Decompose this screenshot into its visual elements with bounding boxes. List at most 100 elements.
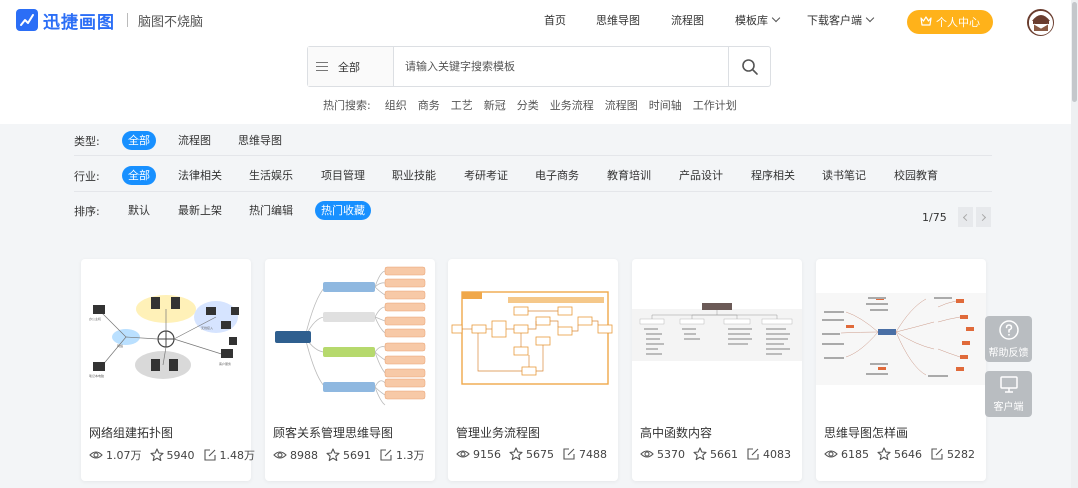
star-icon	[326, 448, 340, 462]
card-title: 思维导图怎样画	[824, 426, 909, 440]
filter-industry-item[interactable]: 项目管理	[321, 169, 365, 182]
business-flowchart-thumbnail	[451, 291, 613, 385]
sort-hot-favorite[interactable]: 热门收藏	[315, 201, 371, 220]
avatar[interactable]	[1027, 9, 1054, 36]
view-count: 9156	[473, 447, 501, 461]
hot-search-item[interactable]: 流程图	[604, 99, 638, 112]
card-stats: 1.07万 5940 1.48万	[89, 447, 263, 463]
eye-icon	[273, 451, 287, 459]
logo[interactable]: 迅捷画图 脑图不烧脑	[16, 8, 204, 33]
nav-home[interactable]: 首页	[544, 14, 566, 27]
site-header: 迅捷画图 脑图不烧脑 首页 思维导图 流程图 模板库 下载客户端 个人中心 全部	[0, 0, 1078, 124]
hot-search-item[interactable]: 分类	[516, 99, 539, 112]
hot-search-item[interactable]: 工作计划	[692, 99, 737, 112]
hot-search-item[interactable]: 新冠	[483, 99, 506, 112]
filter-industry-label: 行业:	[74, 170, 100, 183]
edit-count: 1.48万	[219, 449, 256, 462]
svg-text:客户服务: 客户服务	[219, 361, 231, 366]
pagination: 1/75	[922, 207, 991, 227]
filter-industry-item[interactable]: 生活娱乐	[249, 169, 293, 182]
star-icon	[149, 448, 164, 462]
prev-page-button[interactable]	[957, 207, 973, 227]
search-button[interactable]	[728, 47, 770, 86]
nav-flowchart[interactable]: 流程图	[671, 14, 704, 27]
template-card[interactable]: 高中函数内容 5370 5661 4083	[632, 259, 802, 481]
menu-icon	[316, 62, 328, 71]
user-center-button[interactable]: 个人中心	[907, 10, 993, 34]
hot-search-item[interactable]: 工艺	[450, 99, 473, 112]
crm-mindmap-thumbnail	[275, 266, 426, 406]
edit-count: 4083	[763, 447, 791, 461]
star-count: 5675	[526, 447, 554, 461]
search-category-select[interactable]: 全部	[308, 47, 394, 86]
avatar-icon	[1028, 10, 1053, 35]
crown-icon	[920, 15, 932, 29]
user-center-label: 个人中心	[936, 16, 980, 29]
mindmap-howto-thumbnail	[816, 293, 986, 385]
filter-type-all[interactable]: 全部	[122, 131, 156, 150]
edit-icon	[203, 449, 216, 461]
logo-slogan: 脑图不烧脑	[138, 14, 204, 30]
hot-search-item[interactable]: 时间轴	[648, 99, 682, 112]
page-scrollbar[interactable]	[1071, 0, 1078, 488]
chevron-down-icon	[771, 13, 781, 23]
star-count: 5940	[166, 448, 195, 462]
filter-industry-item[interactable]: 产品设计	[679, 169, 723, 182]
filter-divider	[74, 191, 992, 192]
edit-count: 1.3万	[396, 449, 425, 462]
filter-industry-item[interactable]: 教育培训	[607, 169, 651, 182]
view-count: 6185	[841, 447, 869, 461]
svg-text:网络: 网络	[117, 343, 123, 348]
functions-mindmap-thumbnail	[632, 303, 802, 361]
filter-industry-item[interactable]: 读书笔记	[822, 169, 866, 182]
svg-text:办公主机: 办公主机	[89, 316, 101, 321]
filter-industry-item[interactable]: 职业技能	[392, 169, 436, 182]
sort-hot-edit[interactable]: 热门编辑	[249, 204, 293, 217]
chevron-left-icon	[962, 213, 970, 221]
card-title: 管理业务流程图	[456, 426, 541, 440]
sort-newest[interactable]: 最新上架	[178, 204, 222, 217]
search-input[interactable]	[394, 47, 728, 86]
template-card[interactable]: 办公主机网络笔记本电脑无线接入客户服务 网络组建拓扑图 1.07万 5940 1…	[81, 259, 255, 481]
hot-search-item[interactable]: 组织	[384, 99, 407, 112]
hot-search-item[interactable]: 业务流程	[549, 99, 594, 112]
nav-mindmap[interactable]: 思维导图	[596, 14, 640, 27]
card-stats: 5370 5661 4083	[640, 447, 799, 461]
edit-icon	[747, 448, 759, 460]
filter-type-mindmap[interactable]: 思维导图	[238, 134, 282, 147]
sort-default[interactable]: 默认	[128, 204, 150, 217]
scrollbar-thumb[interactable]	[1072, 2, 1077, 102]
filter-industry-item[interactable]: 电子商务	[535, 169, 579, 182]
eye-icon	[640, 450, 654, 458]
filter-industry-item[interactable]: 校园教育	[894, 169, 938, 182]
next-page-button[interactable]	[975, 207, 991, 227]
help-feedback-button[interactable]: 帮助反馈	[985, 316, 1032, 362]
template-card[interactable]: 管理业务流程图 9156 5675 7488	[448, 259, 618, 481]
filter-industry-item[interactable]: 法律相关	[178, 169, 222, 182]
filter-sort-label: 排序:	[74, 205, 100, 218]
nav-templates[interactable]: 模板库	[735, 12, 781, 28]
template-card[interactable]: 顾客关系管理思维导图 8988 5691 1.3万	[265, 259, 435, 481]
template-card[interactable]: 思维导图怎样画 6185 5646 5282	[816, 259, 986, 481]
client-download-label: 客户端	[993, 402, 1024, 413]
nav-download[interactable]: 下载客户端	[807, 12, 875, 28]
help-icon	[998, 320, 1019, 340]
client-download-button[interactable]: 客户端	[985, 371, 1032, 417]
star-count: 5691	[343, 448, 371, 462]
hot-search-item[interactable]: 商务	[417, 99, 440, 112]
card-title: 顾客关系管理思维导图	[273, 426, 394, 440]
star-icon	[509, 447, 523, 461]
logo-divider	[127, 13, 128, 27]
filter-industry-all[interactable]: 全部	[122, 166, 156, 185]
filter-type-flowchart[interactable]: 流程图	[178, 134, 211, 147]
filter-type-label: 类型:	[74, 135, 100, 148]
view-count: 5370	[657, 447, 685, 461]
help-feedback-label: 帮助反馈	[988, 348, 1029, 359]
filter-industry-item[interactable]: 考研考证	[464, 169, 508, 182]
star-icon	[693, 447, 707, 461]
edit-icon	[380, 449, 392, 461]
view-count: 1.07万	[106, 449, 142, 462]
view-count: 8988	[290, 448, 318, 462]
filter-industry-item[interactable]: 程序相关	[751, 169, 795, 182]
